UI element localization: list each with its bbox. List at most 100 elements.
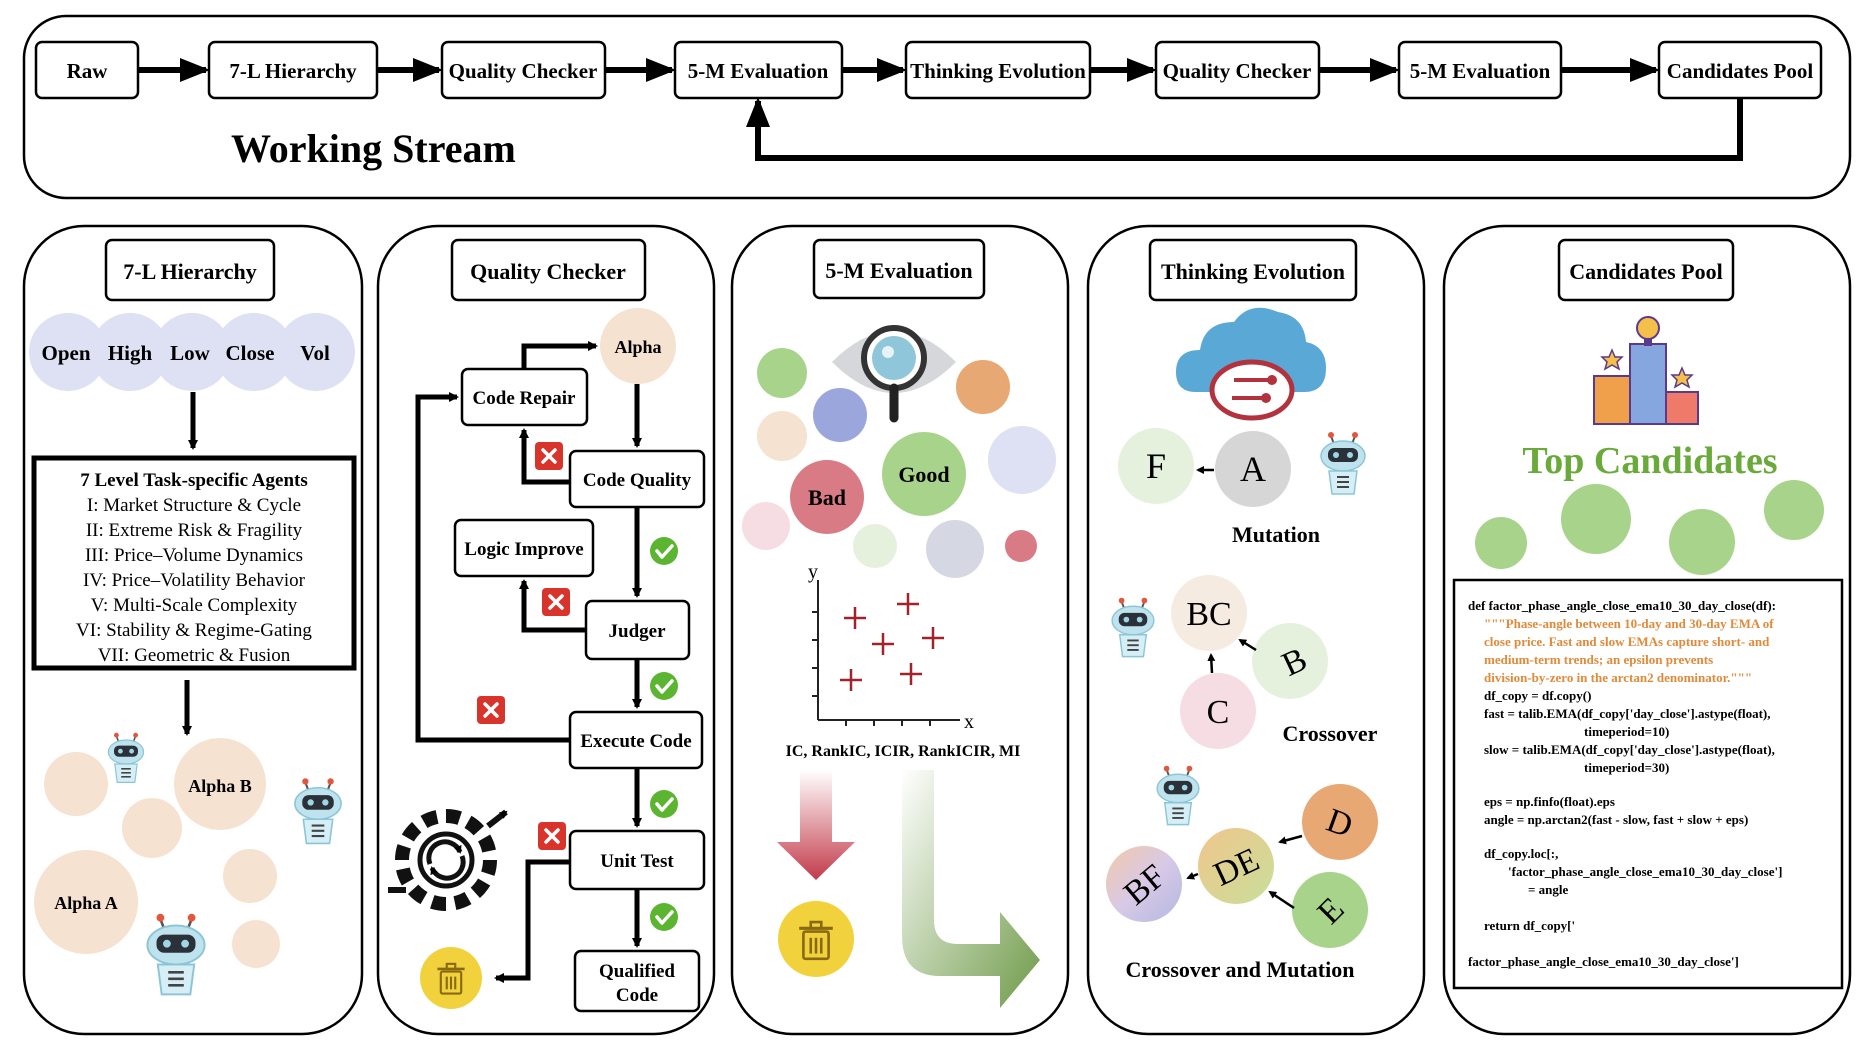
crossover-node-bc-label: BC (1186, 596, 1231, 633)
mutation-label: Mutation (1232, 522, 1320, 547)
stream-step-quality-checker-2-label: Quality Checker (1163, 59, 1312, 83)
scatter-plot-icon (812, 580, 960, 726)
agents-box (31, 455, 357, 671)
agent-level-2: II: Extreme Risk & Fragility (86, 520, 303, 541)
alpha-node (600, 308, 676, 384)
eye-magnifier-icon (832, 325, 956, 423)
judger-label: Judger (609, 621, 667, 642)
cm-arrow (1268, 890, 1295, 910)
code-body-3: timeperiod=10) (1584, 724, 1669, 739)
input-low: Low (170, 341, 211, 365)
agent-level-6: VI: Stability & Regime-Gating (76, 620, 312, 641)
code-quality-label: Code Quality (583, 470, 692, 491)
code-body-9: 'factor_phase_angle_close_ema10_30_day_c… (1508, 864, 1782, 879)
unit-test-label: Unit Test (600, 851, 674, 872)
code-quality-node: Code Quality (568, 449, 706, 509)
good-label: Good (898, 462, 949, 487)
reject-icon (540, 586, 572, 618)
code-body-7: angle = np.arctan2(fast - slow, fast + s… (1484, 812, 1748, 827)
factor-code: def factor_phase_angle_close_ema10_30_da… (1468, 598, 1782, 969)
stream-step-hierarchy: 7-L Hierarchy (207, 40, 379, 100)
evaluation-title: 5-M Evaluation (825, 258, 972, 283)
code-body-2: fast = talib.EMA(df_copy['day_close'].as… (1484, 706, 1771, 721)
alpha-node-label: Alpha (614, 337, 661, 357)
stream-step-evaluation: 5-M Evaluation (673, 40, 844, 100)
code-body-8: df_copy.loc[:, (1484, 846, 1558, 861)
execute-code-label: Execute Code (580, 731, 691, 752)
pass-icon (648, 670, 680, 702)
crossover-arrow (1207, 653, 1216, 674)
logic-improve-node: Logic Improve (453, 518, 595, 578)
stream-step-thinking-evolution: Thinking Evolution (904, 40, 1092, 100)
stream-step-raw: Raw (34, 40, 140, 100)
crossover-label: Crossover (1283, 721, 1378, 746)
mutation-node-a-label: A (1240, 449, 1266, 489)
stream-step-evaluation-2-label: 5-M Evaluation (1410, 59, 1551, 83)
trash-icon (436, 962, 466, 995)
alpha-bubbles (34, 738, 280, 968)
crossover-node-bc (1171, 575, 1247, 651)
stream-step-raw-label: Raw (67, 59, 109, 83)
unit-test-node: Unit Test (568, 829, 706, 891)
bad-label: Bad (808, 485, 846, 510)
thinking-evolution-title: Thinking Evolution (1161, 259, 1345, 284)
execute-code-node: Execute Code (568, 710, 704, 770)
qualified-label-1: Qualified (599, 961, 675, 982)
stream-step-evaluation-label: 5-M Evaluation (688, 59, 829, 83)
agent-level-3: III: Price–Volume Dynamics (85, 545, 303, 566)
code-def-line: def factor_phase_angle_close_ema10_30_da… (1468, 598, 1776, 613)
stream-step-hierarchy-label: 7-L Hierarchy (229, 59, 357, 83)
agent-level-7: VII: Geometric & Fusion (98, 645, 291, 666)
mutation-node-f (1118, 428, 1194, 504)
logic-improve-label: Logic Improve (464, 539, 583, 560)
agents-title: 7 Level Task-specific Agents (80, 470, 307, 491)
crossover-mutation-label: Crossover and Mutation (1126, 957, 1355, 982)
crossover-node-b (1252, 623, 1328, 699)
pass-icon (648, 788, 680, 820)
trash-icon (797, 920, 835, 961)
scatter-points (840, 593, 944, 691)
code-body-6: eps = np.finfo(float).eps (1484, 794, 1615, 809)
stream-step-evaluation-2: 5-M Evaluation (1397, 40, 1563, 100)
evaluation-bubbles (742, 348, 1056, 578)
agent-level-4: IV: Price–Volatility Behavior (83, 570, 306, 591)
agent-level-1: I: Market Structure & Cycle (87, 495, 301, 516)
crossover-node-c (1180, 673, 1256, 749)
cm-node-de (1198, 828, 1274, 904)
quality-checker-title: Quality Checker (470, 259, 626, 284)
top-candidates-heading: Top Candidates (1522, 440, 1777, 482)
stream-step-quality-checker-2: Quality Checker (1154, 40, 1321, 100)
gear-refresh-icon (388, 809, 508, 911)
qualified-code-node: Qualified Code (573, 949, 701, 1013)
code-repair-label: Code Repair (473, 388, 576, 409)
code-body-4: slow = talib.EMA(df_copy['day_close'].as… (1484, 742, 1775, 757)
stream-step-quality-checker: Quality Checker (440, 40, 607, 100)
stream-step-candidates-pool: Candidates Pool (1657, 40, 1823, 100)
reject-arrow (777, 770, 855, 880)
cm-arrow (1278, 834, 1303, 845)
accept-arrow (902, 770, 1040, 1008)
quality-flow-arrows (415, 341, 642, 983)
top-candidate-bubbles (1475, 480, 1824, 575)
code-doc-1: """Phase-angle between 10-day and 30-day… (1484, 616, 1774, 631)
cm-arrow (1186, 872, 1199, 880)
code-doc-2: close price. Fast and slow EMAs capture … (1484, 634, 1770, 649)
code-body-1: df_copy = df.copy() (1484, 688, 1591, 703)
metrics-label: IC, RankIC, ICIR, RankICIR, MI (786, 743, 1021, 760)
reject-icon (475, 694, 507, 726)
cm-node-bf (1106, 846, 1182, 922)
input-high: High (108, 341, 153, 365)
cloud-brain-icon (1176, 307, 1326, 421)
reject-icon (536, 820, 568, 852)
crossover-arrow (1238, 638, 1257, 652)
input-open: Open (41, 341, 90, 365)
candidates-pool-title: Candidates Pool (1569, 259, 1722, 284)
code-doc-4: division-by-zero in the arctan2 denomina… (1484, 670, 1752, 685)
code-body-12: factor_phase_angle_close_ema10_30_day_cl… (1468, 954, 1739, 969)
axis-y-label: y (808, 561, 818, 583)
alpha-b-label: Alpha B (188, 776, 252, 796)
mutation-node-a (1215, 431, 1291, 507)
hierarchy-title: 7-L Hierarchy (123, 259, 256, 284)
qualified-label-2: Code (616, 985, 658, 1006)
